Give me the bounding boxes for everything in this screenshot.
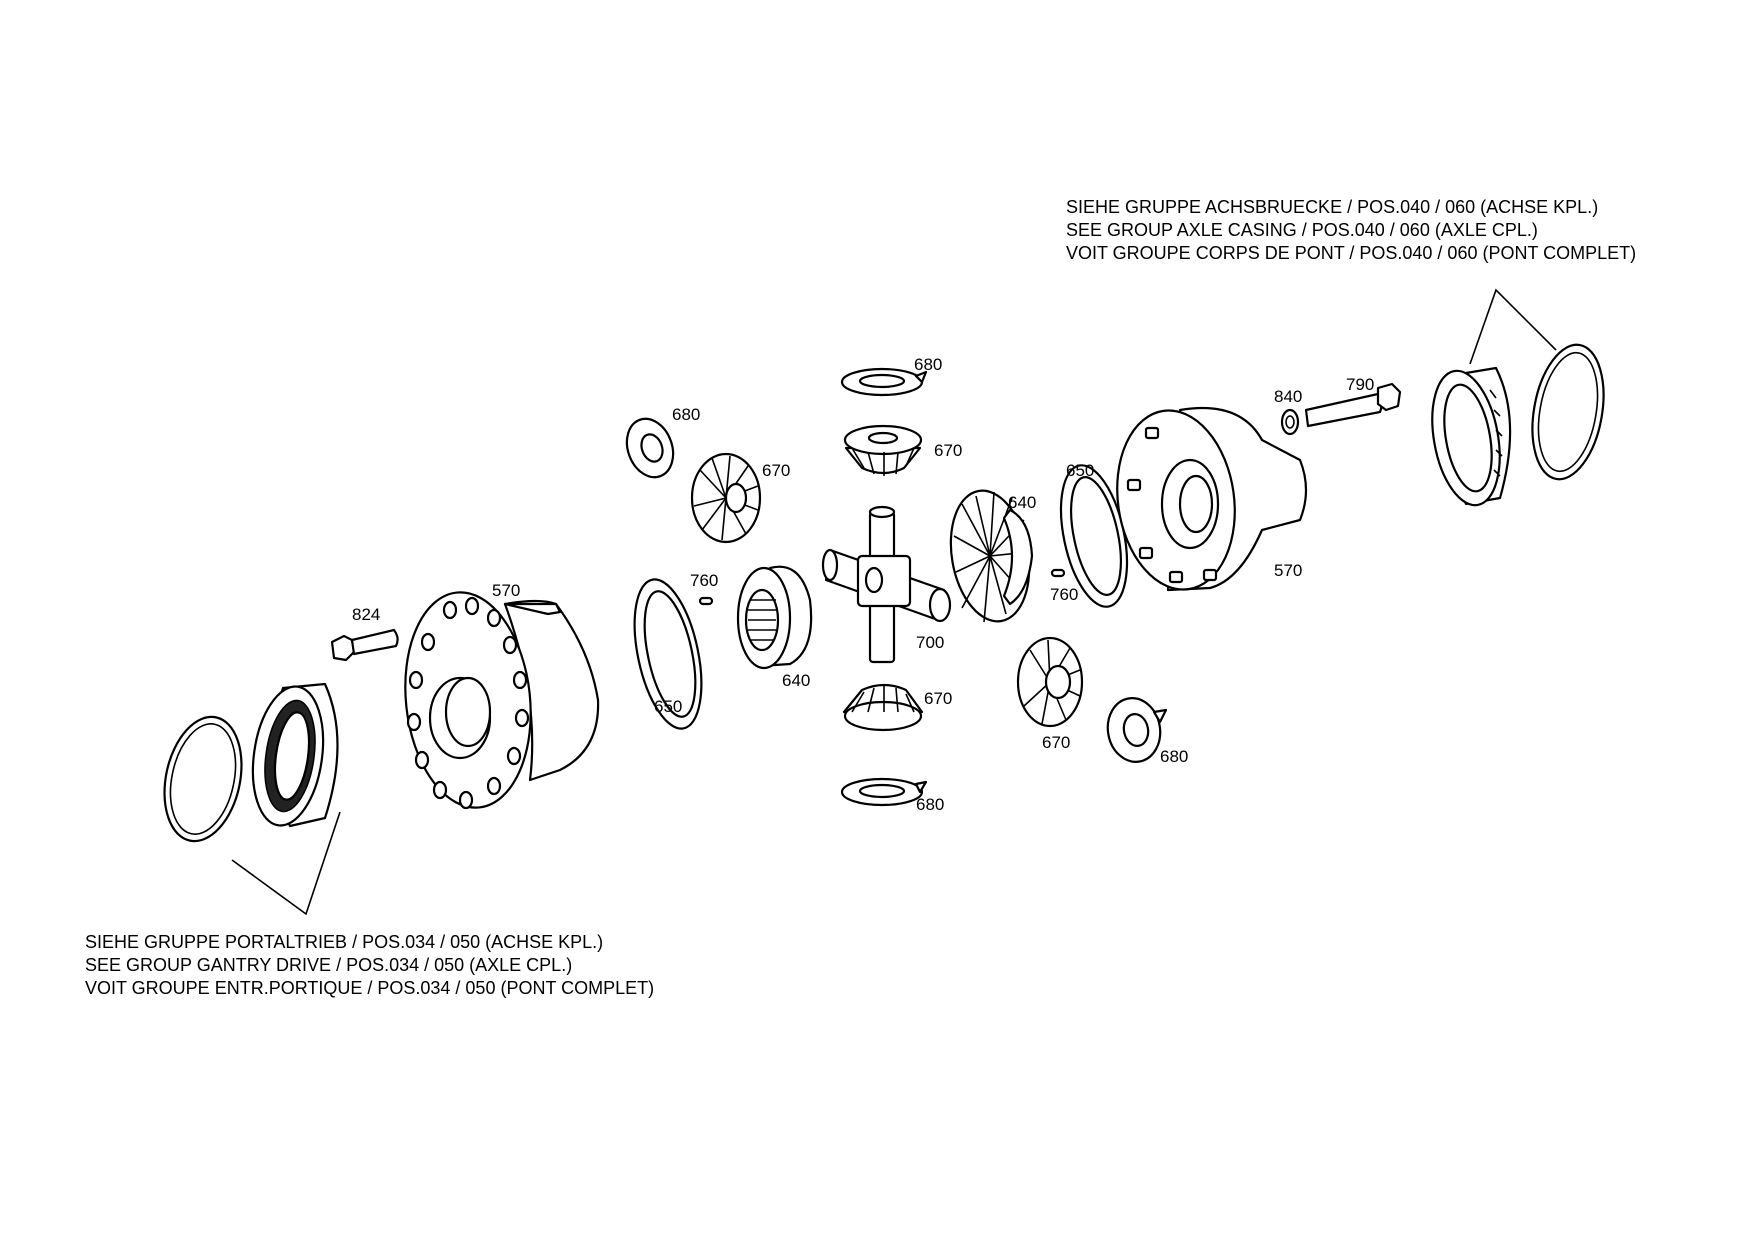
washer-680-top (840, 367, 928, 397)
pinion-670-top (843, 424, 923, 476)
callout-760-left: 760 (690, 571, 718, 590)
callout-824: 824 (352, 605, 380, 624)
callout-760-right: 760 (1050, 585, 1078, 604)
callout-700: 700 (916, 633, 944, 652)
callout-570-left: 570 (492, 581, 520, 600)
washer-680-lower-right (1106, 697, 1168, 763)
reference-line: SIEHE GRUPPE PORTALTRIEB / POS.034 / 050… (85, 932, 604, 952)
thrust-washer-650-left (633, 578, 703, 730)
diff-case-right (1116, 406, 1308, 592)
reference-note-bottom: SIEHE GRUPPE PORTALTRIEB / POS.034 / 050… (85, 931, 654, 1000)
reference-note-top: SIEHE GRUPPE ACHSBRUECKE / POS.040 / 060… (1066, 196, 1636, 265)
bolt-790 (1304, 382, 1402, 428)
reference-line: SIEHE GRUPPE ACHSBRUECKE / POS.040 / 060… (1066, 197, 1599, 217)
callout-840: 840 (1274, 387, 1302, 406)
callout-670-bottom: 670 (924, 689, 952, 708)
leader-lines (231, 288, 1557, 916)
callout-640-left: 640 (782, 671, 810, 690)
callout-680-upper-left: 680 (672, 405, 700, 424)
pin-760-right (1050, 568, 1066, 578)
side-gear-640-right (949, 489, 1034, 623)
cross-shaft-700 (821, 505, 952, 664)
callout-570-right: 570 (1274, 561, 1302, 580)
reference-line: SEE GROUP GANTRY DRIVE / POS.034 / 050 (… (85, 955, 573, 975)
callout-670-top: 670 (934, 441, 962, 460)
thrust-washer-650-right (1059, 464, 1129, 608)
callout-680-bottom: 680 (916, 795, 944, 814)
bearing-right (1431, 366, 1512, 507)
bolt-824 (330, 628, 399, 662)
reference-line: VOIT GROUPE ENTR.PORTIQUE / POS.034 / 05… (85, 978, 655, 998)
reference-line: SEE GROUP AXLE CASING / POS.040 / 060 (A… (1066, 220, 1538, 240)
pin-760-left (698, 596, 714, 606)
pinion-670-upper-left (690, 452, 762, 544)
reference-line: VOIT GROUPE CORPS DE PONT / POS.040 / 06… (1066, 243, 1637, 263)
side-gear-640-left (736, 565, 813, 670)
washer-680-bottom (840, 777, 928, 807)
callout-650-right: 650 (1066, 461, 1094, 480)
callout-640-right: 640 (1008, 493, 1036, 512)
callout-680-lower-right: 680 (1160, 747, 1188, 766)
callout-650-left: 650 (654, 697, 682, 716)
pinion-670-lower-right (1016, 636, 1084, 728)
callout-680-top: 680 (914, 355, 942, 374)
bearing-left (251, 682, 339, 828)
callout-670-lower-right: 670 (1042, 733, 1070, 752)
snap-ring-right (1531, 343, 1605, 481)
diff-case-left (404, 591, 600, 810)
callout-670-upper-left: 670 (762, 461, 790, 480)
washer-680-upper-left (625, 417, 675, 479)
pinion-670-bottom (842, 683, 924, 732)
nut-840 (1280, 408, 1300, 436)
snap-ring-left (163, 715, 243, 843)
callout-790: 790 (1346, 375, 1374, 394)
